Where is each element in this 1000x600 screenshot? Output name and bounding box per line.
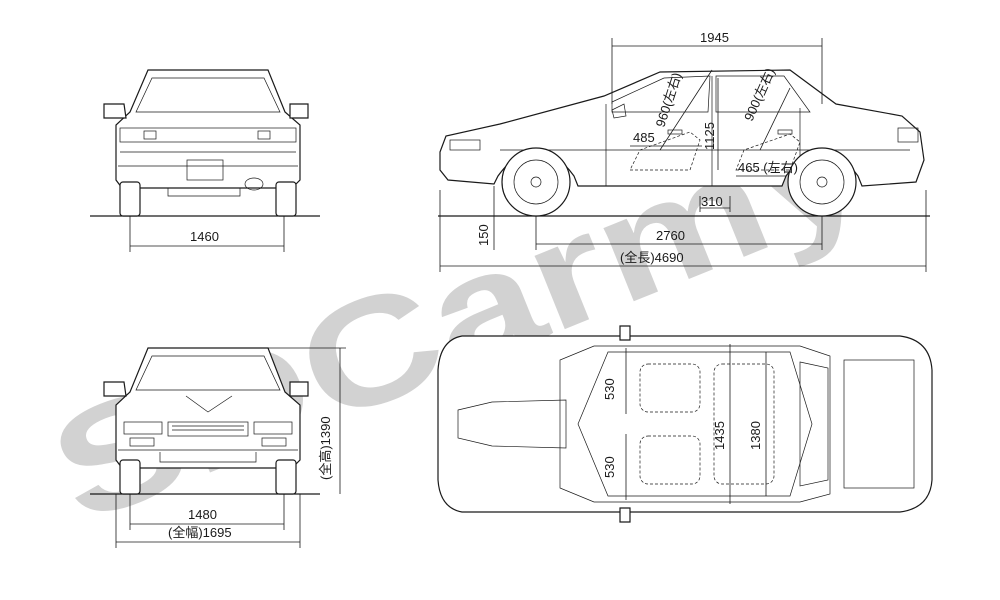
wheelbase-label: 2760 bbox=[656, 228, 685, 243]
rear-seat-depth-label: 465 (左右) bbox=[738, 160, 798, 175]
overall-length-label: (全長)4690 bbox=[620, 250, 684, 265]
front-seat-width-left-label: 530 bbox=[602, 378, 617, 400]
front-seat-depth-label: 485 bbox=[633, 130, 655, 145]
interior-width-label: 1435 bbox=[712, 421, 727, 450]
rear-view-drawing bbox=[90, 69, 320, 252]
front-view-drawing bbox=[90, 347, 346, 548]
cabin-length-label: 1945 bbox=[700, 30, 729, 45]
interior-height-label: 1125 bbox=[702, 122, 717, 150]
top-view-drawing bbox=[437, 325, 933, 523]
rear-knee-gap-label: 310 bbox=[701, 194, 723, 209]
ground-clearance-label: 150 bbox=[476, 224, 491, 246]
front-seat-width-right-label: 530 bbox=[602, 456, 617, 478]
front-track-label: 1480 bbox=[188, 507, 217, 522]
side-view-drawing bbox=[438, 38, 930, 272]
overall-width-label: (全幅)1695 bbox=[168, 525, 232, 540]
rear-interior-width-label: 1380 bbox=[748, 421, 763, 450]
overall-height-label: (全高)1390 bbox=[318, 416, 333, 480]
rear-track-label: 1460 bbox=[190, 229, 219, 244]
